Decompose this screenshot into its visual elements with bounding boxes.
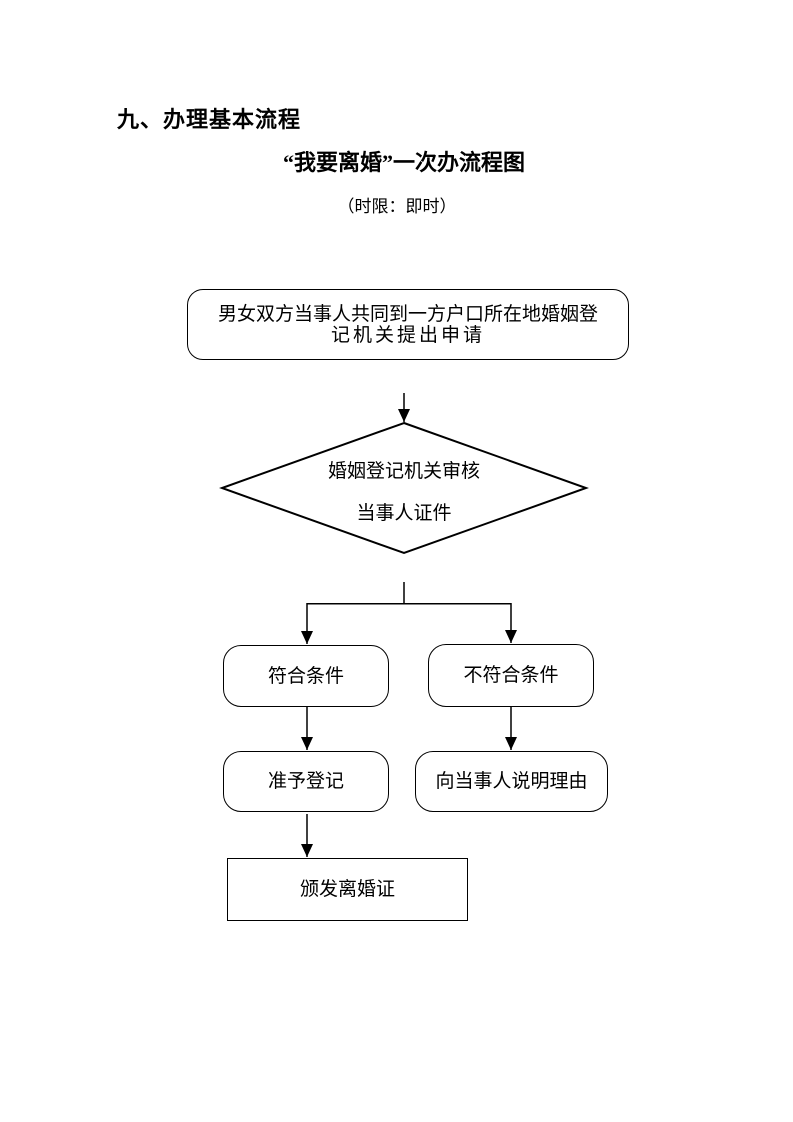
section-heading: 九、办理基本流程	[117, 107, 302, 132]
apply-node-line1: 男女双方当事人共同到一方户口所在地婚姻登	[217, 303, 598, 325]
approve-registration-node: 准予登记	[223, 751, 389, 812]
apply-node-line2: 记机关提出申请	[330, 324, 485, 346]
decision-line1: 婚姻登记机关审核	[327, 461, 480, 482]
time-limit-note: （时限：即时）	[337, 197, 457, 216]
issue-certificate-node: 颁发离婚证	[227, 858, 468, 921]
flowchart-title: “我要离婚”一次办流程图	[282, 150, 526, 175]
decision-diamond-label: 婚姻登记机关审核 当事人证件	[232, 430, 576, 548]
qualified-node: 符合条件	[223, 645, 389, 707]
not-qualified-node: 不符合条件	[428, 644, 594, 707]
apply-node: 男女双方当事人共同到一方户口所在地婚姻登 记机关提出申请	[187, 289, 629, 360]
decision-line2: 当事人证件	[356, 503, 452, 524]
explain-reasons-node: 向当事人说明理由	[415, 751, 608, 812]
